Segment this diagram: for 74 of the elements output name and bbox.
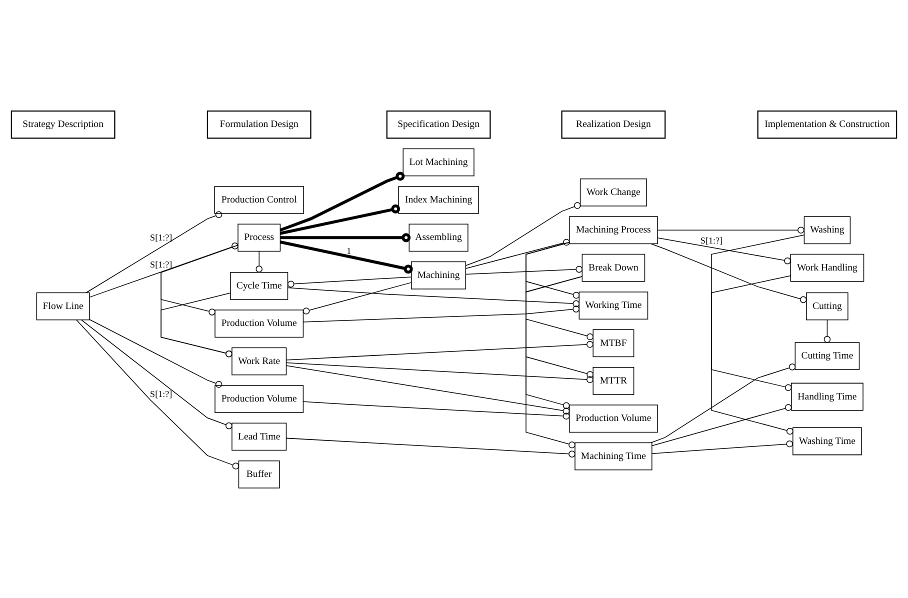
node-box: MTBF — [592, 328, 634, 357]
edge-label: S[1:?] — [150, 232, 172, 242]
connector — [280, 171, 405, 232]
node-box: Handling Time — [791, 382, 864, 410]
node-box: Flow Line — [36, 292, 90, 320]
connector — [286, 437, 576, 457]
node-box: Index Machining — [398, 186, 479, 214]
connector — [160, 244, 238, 357]
connector — [650, 363, 796, 443]
connector — [465, 238, 570, 268]
node-box: Machining Time — [574, 442, 652, 470]
connector — [657, 226, 804, 234]
node-box: Work Rate — [232, 346, 287, 375]
connector — [256, 250, 262, 272]
node-box: Buffer — [238, 460, 280, 488]
node-box: Washing — [804, 216, 851, 244]
connector — [466, 202, 581, 266]
node-box: Production Volume — [214, 309, 304, 338]
node-box: Working Time — [578, 291, 648, 319]
node-box: Specification Design — [386, 110, 491, 138]
node-box: Implementation & Construction — [757, 110, 898, 138]
connector — [302, 400, 570, 420]
node-box: Lead Time — [232, 422, 287, 450]
connector — [280, 240, 413, 274]
edge-label: S[1:?] — [150, 388, 172, 399]
node-box: Machining Process — [568, 216, 658, 244]
node-box: Lot Machining — [402, 148, 474, 176]
node-box: Strategy Description — [10, 110, 116, 138]
node-box: Production Control — [214, 186, 304, 214]
node-box: Work Change — [580, 178, 647, 206]
node-box: Cutting — [806, 292, 848, 320]
connector — [287, 276, 412, 287]
connector — [160, 292, 232, 357]
connector — [711, 274, 792, 391]
connector — [81, 319, 232, 429]
connector — [160, 244, 238, 315]
connector — [650, 242, 807, 303]
connector — [86, 210, 222, 292]
connector — [280, 232, 411, 242]
node-box: MTTR — [592, 366, 634, 394]
edge-label: S[1:?] — [150, 259, 172, 270]
connector — [526, 241, 570, 408]
edge-label: 1 — [346, 245, 352, 256]
node-box: Cycle Time — [230, 271, 288, 300]
connector — [89, 242, 238, 298]
node-box: Work Handling — [790, 253, 864, 282]
connector — [657, 236, 791, 264]
connector — [89, 318, 222, 388]
connector — [711, 234, 804, 434]
node-box: Assembling — [408, 223, 468, 252]
connector — [824, 319, 831, 342]
node-box: Machining — [411, 260, 466, 289]
node-box: Break Down — [582, 253, 646, 282]
node-box: Process — [238, 223, 281, 252]
node-box: Production Volume — [568, 404, 658, 432]
connector — [286, 364, 570, 414]
connector — [526, 276, 594, 378]
connector — [465, 265, 582, 274]
connector — [526, 241, 576, 448]
node-box: Cutting Time — [794, 342, 860, 370]
connector — [280, 204, 400, 234]
node-box: Formulation Design — [206, 110, 312, 138]
connector — [76, 319, 240, 469]
node-box: Washing Time — [792, 426, 862, 455]
connector — [652, 440, 793, 454]
connector — [286, 340, 594, 360]
connector — [302, 305, 580, 322]
node-box: Production Volume — [214, 384, 304, 412]
connector — [288, 286, 580, 307]
edge-label: S[1:?] — [700, 234, 723, 245]
connector — [652, 404, 792, 446]
connector — [286, 362, 594, 383]
node-box: Realization Design — [561, 110, 666, 138]
connector — [302, 282, 412, 314]
